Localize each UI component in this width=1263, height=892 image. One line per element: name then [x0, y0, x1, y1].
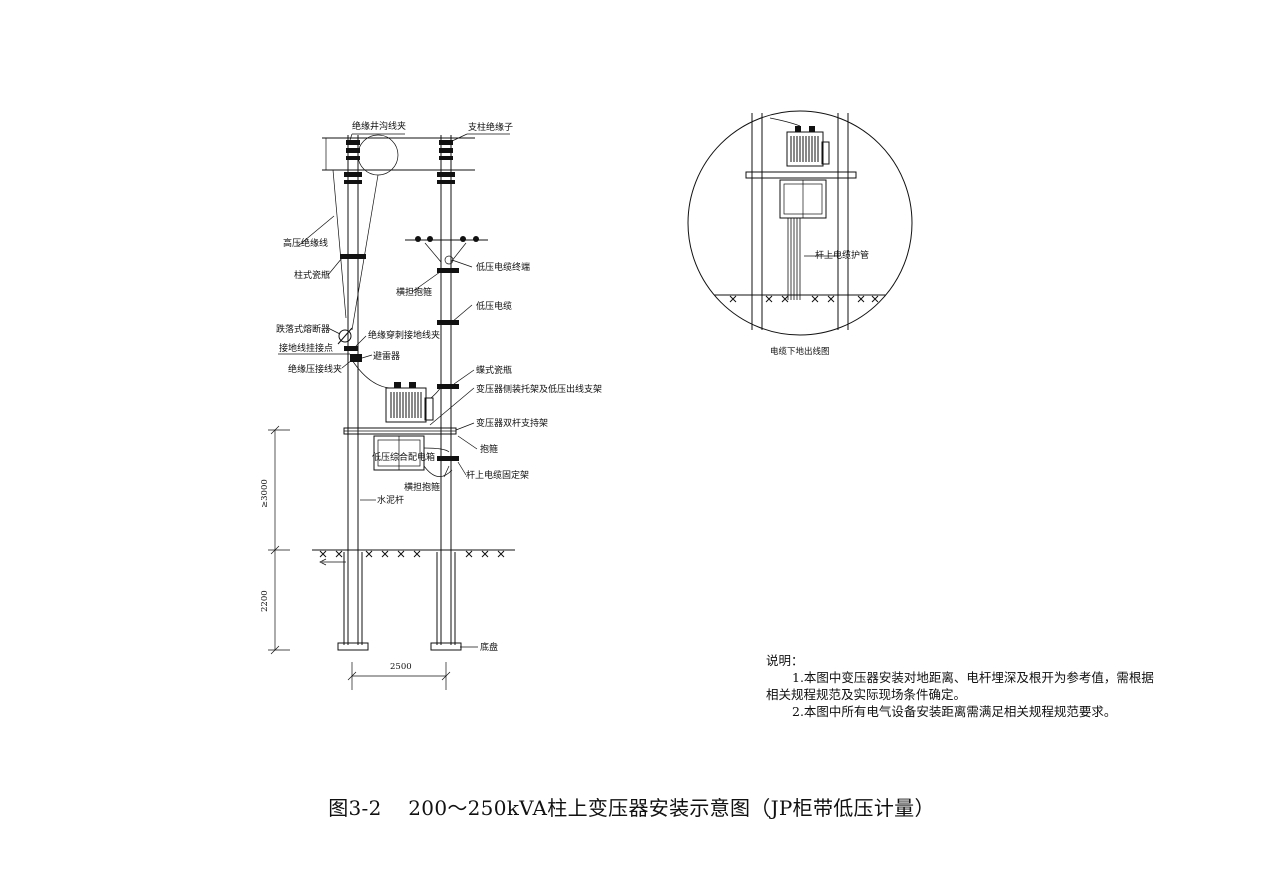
- label-insulated-connector: 绝缘压接线夹: [288, 363, 342, 375]
- label-concrete-pole: 水泥杆: [377, 494, 404, 506]
- label-base-plate: 底盘: [480, 641, 498, 653]
- dim-spacing: 2500: [390, 662, 412, 672]
- figure-title: 图3-2 200～250kVA柱上变压器安装示意图（JP柜带低压计量）: [328, 796, 935, 820]
- label-post-insulator: 支柱绝缘子: [468, 121, 513, 133]
- right-pole: [430, 135, 462, 651]
- label-lv-cable-terminal: 低压电缆终端: [476, 261, 530, 273]
- dim-height: ≥3000: [260, 479, 270, 508]
- ground-line: [312, 549, 515, 566]
- label-hv-insulated-wire: 高压绝缘线: [283, 237, 328, 249]
- transformer: [385, 382, 442, 423]
- support-frame: [343, 384, 459, 435]
- vertical-dimension: [268, 425, 290, 655]
- pole-elevation: 绝缘井沟线夹 支柱绝缘子 高压绝缘线 柱式瓷瓶 横担抱箍 低压电缆终端 低压电缆…: [260, 120, 602, 690]
- label-pole-cable-pipe: 杆上电缆护管: [815, 249, 869, 261]
- label-crossarm-hoop: 横担抱箍: [396, 286, 432, 298]
- dim-depth: 2200: [260, 590, 270, 612]
- horizontal-dimension: [347, 662, 451, 690]
- detail-marker-circle: [357, 134, 399, 176]
- label-jp-cabinet: 低压综合配电箱: [372, 451, 435, 463]
- lv-crossarm: [405, 236, 488, 325]
- label-hoop: 抱箍: [480, 443, 498, 455]
- notes-heading: 说明：: [766, 653, 804, 668]
- notes-line-1: 1.本图中变压器安装对地距离、电杆埋深及根开为参考值，需根据: [792, 670, 1154, 685]
- label-lv-cable: 低压电缆: [476, 300, 512, 312]
- label-butterfly-insulator: 蝶式瓷瓶: [476, 364, 512, 376]
- jp-cabinet: [373, 435, 459, 477]
- label-pole-cable-bracket: 杆上电缆固定架: [466, 469, 529, 481]
- left-pole: [337, 135, 369, 651]
- notes-line-2: 相关规程规范及实际现场条件确定。: [766, 687, 967, 702]
- detail-view: 杆上电缆护管: [687, 110, 913, 336]
- label-piercing-ground-clamp: 绝缘穿刺接地线夹: [368, 329, 440, 341]
- label-arrester: 避雷器: [373, 350, 400, 362]
- top-insulators-left: [344, 140, 362, 184]
- label-insulated-clamp: 绝缘井沟线夹: [352, 120, 406, 132]
- detail-caption: 电缆下地出线图: [770, 346, 830, 357]
- label-pin-insulator: 柱式瓷瓶: [294, 269, 330, 281]
- label-double-pole-frame: 变压器双杆支持架: [476, 417, 548, 429]
- notes-block: 说明： 1.本图中变压器安装对地距离、电杆埋深及根开为参考值，需根据 相关规程规…: [766, 652, 1196, 720]
- label-drop-fuse: 跌落式熔断器: [276, 323, 330, 335]
- left-base-plate: [337, 642, 369, 651]
- label-ground-hook-point: 接地线挂接点: [279, 342, 333, 354]
- right-base-plate: [430, 642, 462, 651]
- leader-lines: [278, 133, 510, 648]
- detail-circle: [687, 110, 913, 336]
- label-crossarm-hoop-lower: 横担抱箍: [404, 481, 440, 493]
- top-insulators-right: [437, 140, 455, 184]
- notes-line-3: 2.本图中所有电气设备安装距离需满足相关规程规范要求。: [792, 704, 1117, 719]
- label-side-bracket: 变压器侧装托架及低压出线支架: [476, 383, 602, 395]
